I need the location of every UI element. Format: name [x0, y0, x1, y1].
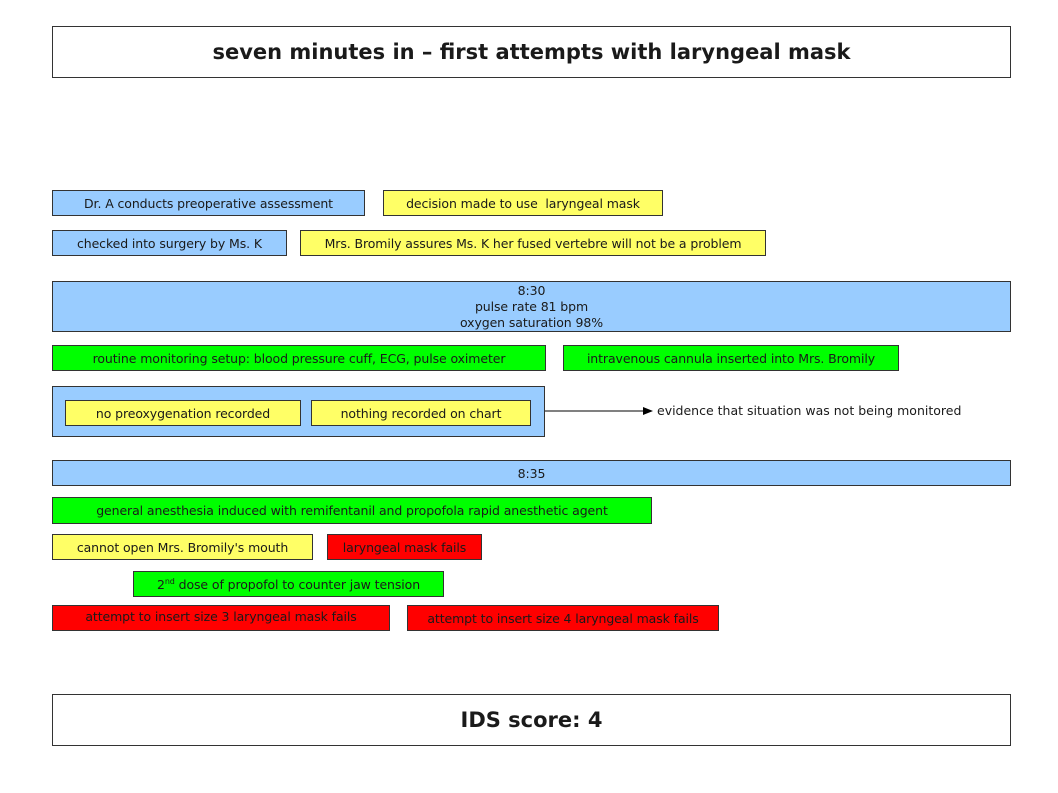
size3-mask-fails-box: attempt to insert size 3 laryngeal mask … — [52, 605, 390, 631]
cannula-box: intravenous cannula inserted into Mrs. B… — [563, 345, 899, 371]
routine-monitoring-box: routine monitoring setup: blood pressure… — [52, 345, 546, 371]
ids-score-text: IDS score: 4 — [460, 708, 603, 732]
preoperative-assessment-box: Dr. A conducts preoperative assessment — [52, 190, 365, 216]
ids-score-box: IDS score: 4 — [52, 694, 1011, 746]
no-preoxygenation-text: no preoxygenation recorded — [95, 405, 271, 421]
second-dose-box: 2nd dose of propofol to counter jaw tens… — [133, 571, 444, 597]
no-preoxygenation-box: no preoxygenation recorded — [65, 400, 301, 426]
evidence-arrow — [545, 407, 653, 415]
second-dose-ordinal-suffix: nd — [164, 576, 175, 586]
preoperative-assessment-text: Dr. A conducts preoperative assessment — [84, 195, 333, 211]
nothing-recorded-box: nothing recorded on chart — [311, 400, 531, 426]
time-835-text: 8:35 — [517, 465, 546, 481]
evidence-label: evidence that situation was not being mo… — [657, 403, 962, 418]
routine-monitoring-text: routine monitoring setup: blood pressure… — [92, 350, 506, 366]
laryngeal-mask-decision-box: decision made to use laryngeal mask — [383, 190, 663, 216]
anesthesia-box: general anesthesia induced with remifent… — [52, 497, 652, 524]
checked-in-box: checked into surgery by Ms. K — [52, 230, 287, 256]
second-dose-ordinal-number: 2 — [156, 576, 165, 592]
vitals-830-box: 8:30 pulse rate 81 bpm oxygen saturation… — [52, 281, 1011, 332]
vitals-time: 8:30 — [517, 282, 546, 298]
vitals-oxygen: oxygen saturation 98% — [460, 314, 603, 330]
laryngeal-mask-fails-text: laryngeal mask fails — [342, 539, 467, 555]
page-title: seven minutes in – first attempts with l… — [52, 26, 1011, 78]
vertebre-assurance-box: Mrs. Bromily assures Ms. K her fused ver… — [300, 230, 766, 256]
laryngeal-mask-fails-box: laryngeal mask fails — [327, 534, 482, 560]
second-dose-rest: dose of propofol to counter jaw tension — [174, 576, 421, 592]
page-title-text: seven minutes in – first attempts with l… — [212, 40, 851, 64]
anesthesia-text: general anesthesia induced with remifent… — [96, 503, 608, 518]
size4-mask-fails-box: attempt to insert size 4 laryngeal mask … — [407, 605, 719, 631]
cannot-open-mouth-box: cannot open Mrs. Bromily's mouth — [52, 534, 313, 560]
vitals-pulse: pulse rate 81 bpm — [474, 298, 589, 314]
nothing-recorded-text: nothing recorded on chart — [340, 405, 502, 421]
size3-mask-fails-text: attempt to insert size 3 laryngeal mask … — [85, 609, 357, 624]
checked-in-text: checked into surgery by Ms. K — [76, 235, 262, 251]
size4-mask-fails-text: attempt to insert size 4 laryngeal mask … — [427, 610, 699, 626]
laryngeal-mask-decision-text: decision made to use laryngeal mask — [406, 195, 640, 211]
cannot-open-mouth-text: cannot open Mrs. Bromily's mouth — [76, 539, 289, 555]
cannula-text: intravenous cannula inserted into Mrs. B… — [586, 350, 876, 366]
time-835-box: 8:35 — [52, 460, 1011, 486]
second-dose-text: 2nd dose of propofol to counter jaw tens… — [157, 577, 420, 592]
vertebre-assurance-text: Mrs. Bromily assures Ms. K her fused ver… — [324, 235, 742, 251]
